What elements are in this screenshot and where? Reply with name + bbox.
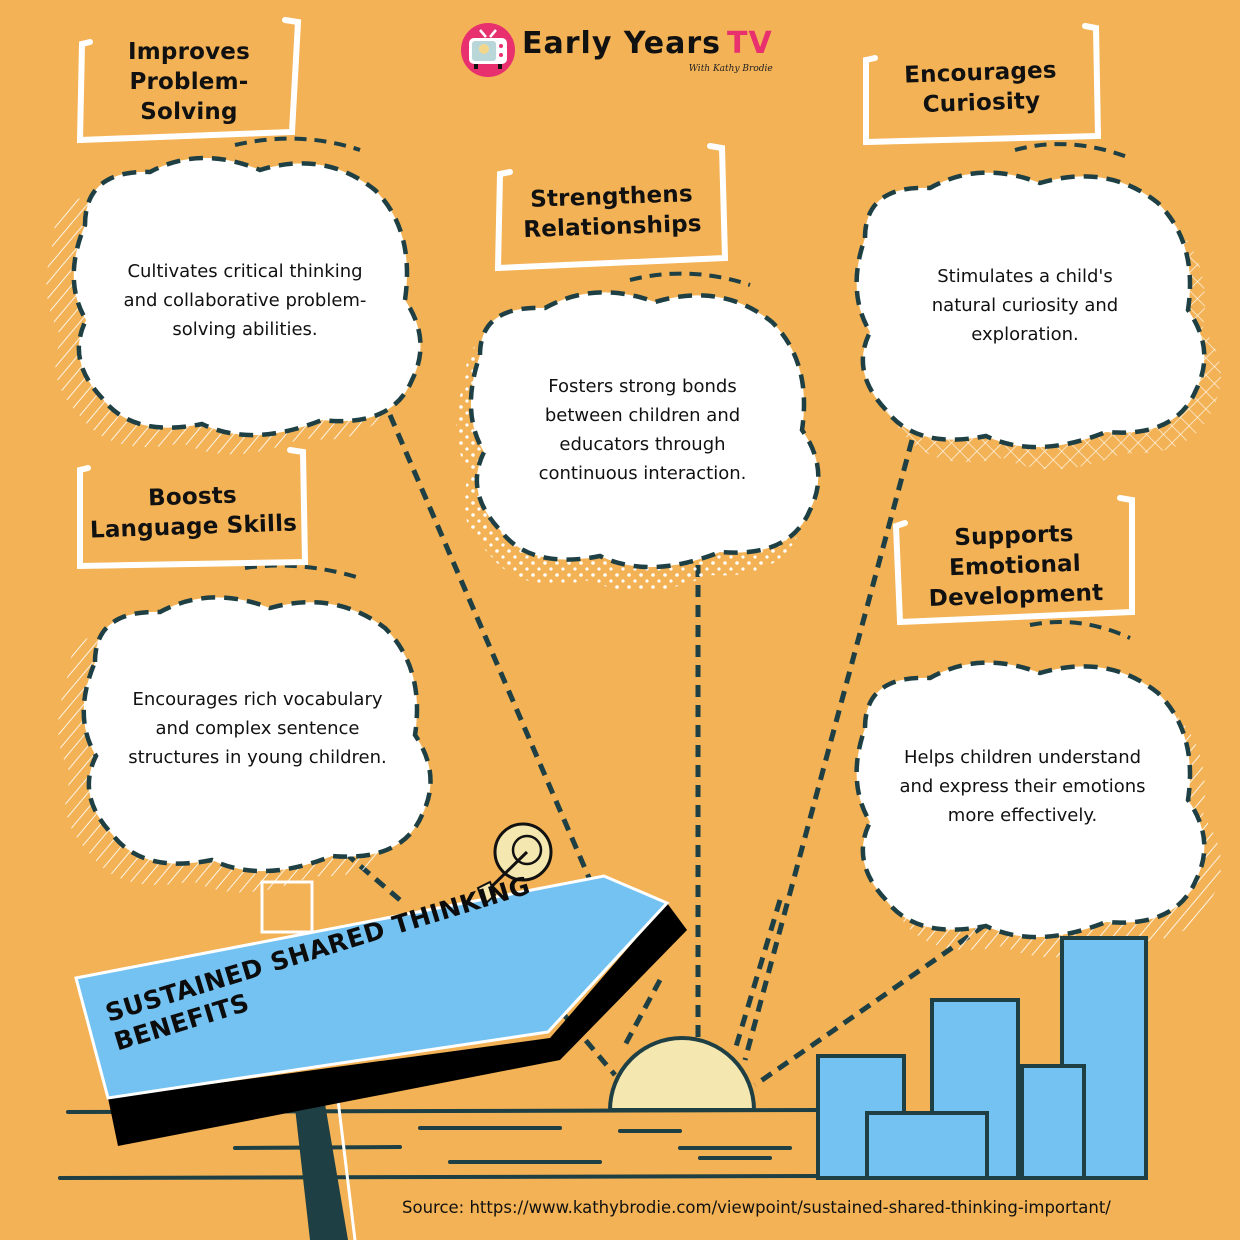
benefit-description-problem-solving: Cultivates critical thinking and collabo… (123, 260, 367, 340)
benefit-description-language: Encourages rich vocabulary and complex s… (128, 688, 387, 768)
benefit-title-language: Boosts Language Skills (89, 482, 298, 544)
signpost (74, 874, 687, 1240)
benefit-title-emotional: Supports Emotional Development (928, 520, 1104, 613)
brand-subtitle: With Kathy Brodie (688, 64, 773, 74)
cloud-emotional (854, 660, 1207, 940)
benefit-description-emotional: Helps children understand and express th… (899, 746, 1146, 826)
cloud-language (81, 595, 433, 874)
benefit-title-problem-solving: Improves Problem- Solving (127, 39, 250, 125)
brand-title: Early Years (522, 26, 722, 61)
benefit-description-relationships: Fosters strong bonds between children an… (538, 376, 747, 484)
benefit-title-curiosity: Encourages Curiosity (903, 57, 1058, 119)
benefit-description-curiosity: Stimulates a child's natural curiosity a… (931, 265, 1119, 345)
connector-lines (328, 414, 987, 1088)
tv-icon (460, 22, 516, 78)
source-citation: Source: https://www.kathybrodie.com/view… (402, 1198, 1111, 1217)
target-arrow-icon (476, 822, 553, 907)
cloud-problem-solving (71, 155, 423, 438)
sun-icon (607, 1036, 757, 1112)
brand-title-accent: TV (727, 26, 773, 61)
buildings-icon (816, 936, 1148, 1180)
benefit-title-relationships: Strengthens Relationships (522, 181, 703, 244)
cloud-relationships (468, 290, 821, 570)
cloud-curiosity (854, 170, 1207, 450)
